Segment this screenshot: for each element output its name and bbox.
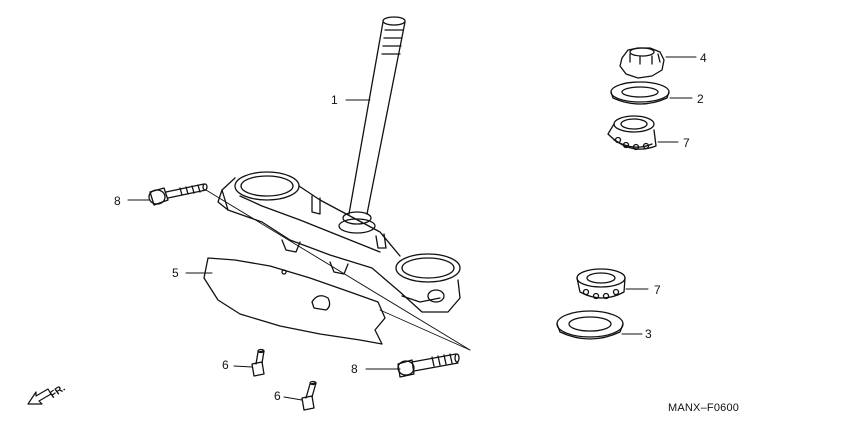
callout-7-lower: 7 (654, 283, 661, 297)
leader-lines (127, 56, 697, 401)
stem-nut-part (619, 47, 665, 79)
callout-4: 4 (700, 51, 707, 65)
callout-7-upper: 7 (683, 136, 690, 150)
bottom-bridge-part (217, 171, 461, 313)
callout-8-upper: 8 (114, 194, 121, 208)
upper-bearing-part (607, 115, 657, 151)
steering-stem-part (338, 16, 406, 234)
callout-5: 5 (172, 266, 179, 280)
pinch-bolt-upper (148, 183, 208, 206)
dust-seal-washer-part (610, 81, 670, 105)
callout-2: 2 (697, 92, 704, 106)
callout-1: 1 (331, 93, 338, 107)
callout-8-lower: 8 (351, 362, 358, 376)
stem-shield-plate (203, 257, 386, 345)
lower-bearing-part (576, 268, 626, 300)
small-bolt-a (251, 348, 265, 377)
callout-6-upper: 6 (222, 358, 229, 372)
callout-3: 3 (645, 327, 652, 341)
callout-6-lower: 6 (274, 389, 281, 403)
drawing-code: MANX–F0600 (668, 402, 740, 414)
small-bolt-b (301, 380, 317, 411)
pinch-bolt-lower (397, 353, 460, 378)
front-direction-arrow-icon (27, 388, 52, 405)
lower-dust-seal-part (556, 310, 624, 340)
